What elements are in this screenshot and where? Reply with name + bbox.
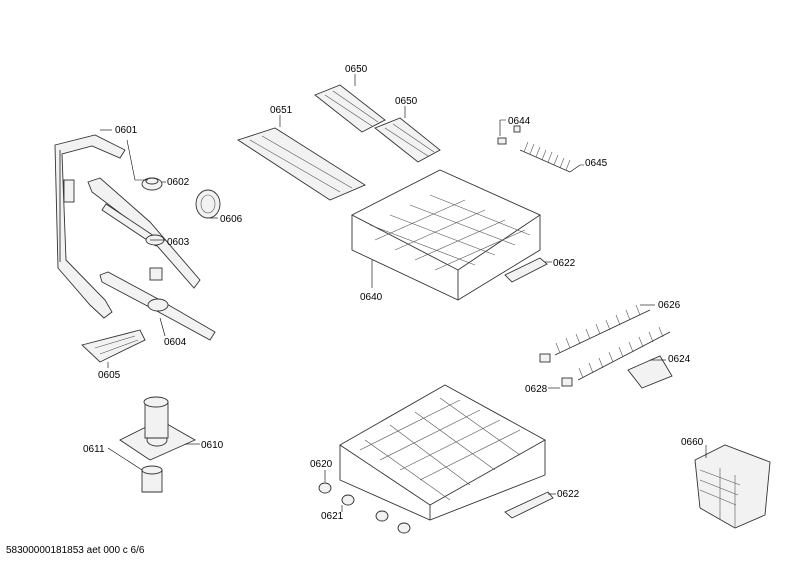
part-0620-wheels[interactable] <box>318 482 332 494</box>
part-0601-supply-pipe[interactable] <box>54 134 126 319</box>
part-0660-cutlery-basket[interactable] <box>694 444 771 529</box>
label-0605: 0605 <box>98 370 121 381</box>
label-0611: 0611 <box>83 444 105 455</box>
label-0603: 0603 <box>167 237 190 248</box>
label-0601: 0601 <box>115 125 138 136</box>
label-0606: 0606 <box>220 214 243 225</box>
document-id: 58300000181853 aet 000 c 6/6 <box>6 545 145 556</box>
label-0640: 0640 <box>360 292 383 303</box>
part-0651-cutlery-tray[interactable] <box>236 127 366 201</box>
label-0660: 0660 <box>681 437 704 448</box>
part-0604-lower-spray-arm[interactable] <box>99 267 216 341</box>
label-0645: 0645 <box>585 158 608 169</box>
label-0650-a: 0650 <box>345 64 368 75</box>
part-0611-micro-filter[interactable] <box>141 465 163 493</box>
part-0603-upper-spray-arm[interactable] <box>87 177 201 289</box>
part-0650-insert-b[interactable] <box>374 117 441 163</box>
part-0605-sieve[interactable] <box>81 329 146 363</box>
label-0651: 0651 <box>270 105 293 116</box>
label-0628: 0628 <box>525 384 548 395</box>
label-0626: 0626 <box>658 300 681 311</box>
label-0644: 0644 <box>508 116 531 127</box>
part-0626-tine-rows[interactable] <box>554 304 671 381</box>
part-0622-handle-upper[interactable] <box>504 257 548 283</box>
lower-basket[interactable] <box>339 384 546 521</box>
part-0622-handle-lower[interactable] <box>504 491 554 519</box>
part-0621-wheels[interactable] <box>341 494 411 534</box>
label-0622-lower: 0622 <box>557 489 580 500</box>
label-0622-upper: 0622 <box>553 258 576 269</box>
label-0621: 0621 <box>321 511 344 522</box>
part-0610-filter-plate[interactable] <box>119 396 196 461</box>
part-0624-holder[interactable] <box>627 355 673 389</box>
part-0644-clip[interactable] <box>497 125 521 145</box>
label-0624: 0624 <box>668 354 691 365</box>
label-0604: 0604 <box>164 337 187 348</box>
label-0650-b: 0650 <box>395 96 418 107</box>
label-0620: 0620 <box>310 459 333 470</box>
part-0650-insert-a[interactable] <box>314 84 386 133</box>
part-0602-nut[interactable] <box>141 177 163 191</box>
part-0640-upper-basket[interactable] <box>351 169 541 301</box>
label-0602: 0602 <box>167 177 190 188</box>
part-0628-clips[interactable] <box>539 353 573 387</box>
part-0606-filter-disc[interactable] <box>195 189 221 219</box>
label-0610: 0610 <box>201 440 224 451</box>
part-0645-tine-row[interactable] <box>519 141 571 173</box>
